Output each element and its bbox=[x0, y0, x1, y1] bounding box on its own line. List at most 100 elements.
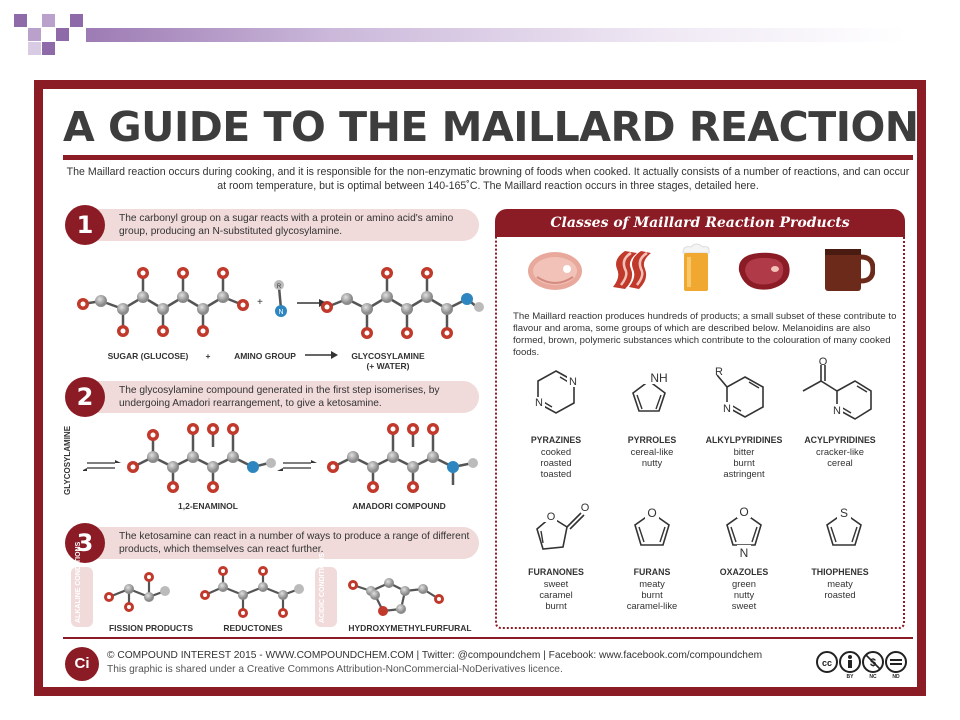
step-3-diagram bbox=[104, 566, 444, 618]
step-1-text: The carbonyl group on a sugar reacts wit… bbox=[119, 213, 454, 237]
compound-interest-logo: Ci bbox=[65, 647, 99, 681]
class-descriptor: nutty bbox=[641, 457, 663, 469]
svg-text:N: N bbox=[833, 405, 841, 417]
amadori-compound-label: AMADORI COMPOUND bbox=[352, 501, 446, 511]
class-descriptor: meaty bbox=[639, 578, 665, 589]
class-alkylpyridines: ALKYLPYRIDINES bitter burnt astringent bbox=[699, 435, 789, 480]
class-pyrazines: PYRAZINES cooked roasted toasted bbox=[511, 435, 601, 480]
class-oxazoles: OXAZOLES green nutty sweet bbox=[699, 567, 789, 612]
step-2-banner bbox=[83, 381, 479, 413]
class-descriptor: astringent bbox=[723, 468, 765, 480]
acylpyridine-structure: O N bbox=[802, 357, 872, 420]
coffee-mug-icon bbox=[825, 249, 875, 291]
class-descriptor: roasted bbox=[540, 457, 572, 469]
alkylpyridine-structure: R N bbox=[715, 366, 764, 418]
nd-badge-label: ND bbox=[892, 674, 900, 679]
enaminol-label: 1,2-ENAMINOL bbox=[178, 501, 238, 511]
class-name: THIOPHENES bbox=[811, 567, 869, 577]
class-name: ACYLPYRIDINES bbox=[804, 435, 876, 445]
pyrrole-structure: NH bbox=[632, 371, 673, 412]
class-name: ALKYLPYRIDINES bbox=[705, 435, 783, 445]
svg-text:N: N bbox=[278, 309, 283, 316]
class-descriptor: roasted bbox=[824, 589, 856, 601]
furanone-structure: O O bbox=[536, 502, 590, 550]
class-descriptor: sweet bbox=[731, 600, 757, 612]
class-furanones: FURANONES sweet caramel burnt bbox=[511, 567, 601, 612]
footer-copyright: © COMPOUND INTEREST 2015 - WWW.COMPOUNDC… bbox=[107, 650, 763, 661]
class-name: PYRROLES bbox=[627, 435, 677, 445]
class-descriptor: sweet bbox=[543, 578, 569, 589]
alkaline-conditions-badge: ALKALINE CONDITIONS bbox=[71, 542, 93, 627]
svg-text:N: N bbox=[723, 403, 731, 415]
class-descriptor: cereal bbox=[827, 457, 853, 469]
class-furans: FURANS meaty burnt caramel-like bbox=[607, 567, 697, 612]
amino-group-label: AMINO GROUP bbox=[234, 351, 296, 361]
classes-panel-heading: Classes of Maillard Reaction Products bbox=[495, 209, 905, 237]
class-descriptor: cracker-like bbox=[816, 446, 864, 457]
class-acylpyridines: ACYLPYRIDINES cracker-like cereal bbox=[795, 435, 885, 468]
footer-divider bbox=[63, 637, 913, 639]
by-badge-label: BY bbox=[847, 674, 855, 679]
classes-panel-text: The Maillard reaction produces hundreds … bbox=[513, 311, 897, 358]
step-2-diagram bbox=[83, 423, 478, 493]
svg-text:N: N bbox=[569, 376, 577, 388]
bacon-icon bbox=[613, 251, 651, 289]
svg-text:R: R bbox=[715, 366, 723, 378]
sugar-label: SUGAR (GLUCOSE) bbox=[107, 351, 189, 361]
svg-text:O: O bbox=[739, 505, 748, 519]
class-descriptor: burnt bbox=[545, 600, 567, 612]
svg-text:O: O bbox=[581, 502, 590, 514]
reductones-label: REDUCTONES bbox=[223, 623, 283, 633]
cc-icon: cc bbox=[822, 658, 832, 668]
acidic-conditions-badge: ACIDIC CONDITIONS bbox=[315, 553, 337, 627]
step-3-banner bbox=[83, 527, 479, 559]
glycosylamine-side-label: GLYCOSYLAMINE bbox=[63, 425, 72, 495]
class-descriptor: toasted bbox=[540, 468, 572, 480]
svg-text:O: O bbox=[819, 357, 828, 368]
footer-license: This graphic is shared under a Creative … bbox=[107, 664, 563, 675]
step-3-number: 3 bbox=[65, 523, 105, 563]
title-divider bbox=[63, 155, 913, 160]
steak-icon bbox=[738, 252, 790, 290]
class-descriptor: cereal-like bbox=[630, 446, 674, 457]
glycosylamine-water-note: (+ WATER) bbox=[366, 361, 410, 371]
class-name: PYRAZINES bbox=[530, 435, 582, 445]
infographic-frame: A GUIDE TO THE MAILLARD REACTION The Mai… bbox=[34, 80, 926, 696]
step-1-label-arrow bbox=[305, 351, 338, 359]
svg-text:NH: NH bbox=[650, 371, 667, 385]
class-descriptor: caramel-like bbox=[626, 600, 678, 612]
step-1-diagram: R N + bbox=[77, 267, 484, 339]
glycosylamine-label: GLYCOSYLAMINE bbox=[351, 351, 425, 361]
svg-text:N: N bbox=[535, 397, 543, 409]
footer-text: © COMPOUND INTEREST 2015 - WWW.COMPOUNDC… bbox=[107, 649, 762, 677]
class-pyrroles: PYRROLES cereal-like nutty bbox=[607, 435, 697, 468]
svg-text:+: + bbox=[257, 297, 263, 308]
ham-icon bbox=[528, 252, 582, 290]
thiophene-structure: S bbox=[826, 506, 862, 546]
creative-commons-badges: cc $ BY NC ND bbox=[815, 651, 907, 679]
class-name: FURANS bbox=[633, 567, 671, 577]
class-descriptor: caramel bbox=[539, 589, 573, 601]
class-name: FURANONES bbox=[528, 567, 584, 577]
oxazole-structure: O N bbox=[726, 505, 762, 560]
svg-text:S: S bbox=[840, 506, 848, 520]
pyrazine-structure: N N bbox=[533, 370, 579, 414]
fission-products-label: FISSION PRODUCTS bbox=[108, 623, 194, 633]
step-1-number: 1 bbox=[65, 205, 105, 245]
svg-text:O: O bbox=[547, 511, 556, 523]
svg-text:R: R bbox=[277, 284, 282, 290]
page-title: A GUIDE TO THE MAILLARD REACTION bbox=[63, 103, 919, 151]
class-thiophenes: THIOPHENES meaty roasted bbox=[795, 567, 885, 600]
step-2-number: 2 bbox=[65, 377, 105, 417]
class-name: OXAZOLES bbox=[719, 567, 769, 577]
class-descriptor: cooked bbox=[540, 446, 572, 457]
svg-text:N: N bbox=[740, 546, 749, 560]
svg-text:O: O bbox=[647, 506, 656, 520]
decorative-header-strip bbox=[14, 14, 914, 55]
class-descriptor: nutty bbox=[733, 589, 755, 601]
step-3-text: The ketosamine can react in a number of … bbox=[119, 531, 470, 555]
class-descriptor: burnt bbox=[733, 457, 755, 469]
hydroxymethylfurfural-label: HYDROXYMETHYLFURFURAL bbox=[348, 623, 472, 633]
beer-icon bbox=[682, 243, 710, 291]
nc-badge-label: NC bbox=[869, 674, 877, 679]
